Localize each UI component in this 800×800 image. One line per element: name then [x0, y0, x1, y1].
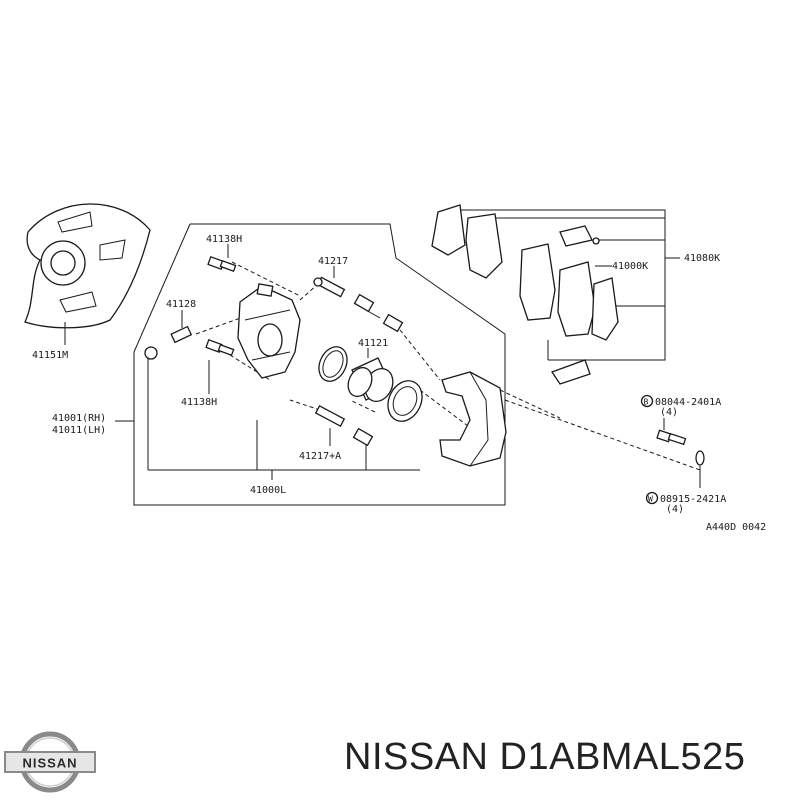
dust-shield-part	[24, 203, 151, 345]
brake-pad-outer-part	[519, 243, 556, 321]
piston-seal-part	[318, 346, 348, 382]
label-41138h-top: 41138H	[206, 234, 242, 245]
guide-bolt-bottom-part	[205, 339, 235, 394]
dashed-leaders	[195, 261, 701, 471]
label-41217: 41217	[318, 256, 348, 267]
piston-boot-part	[387, 380, 423, 422]
nissan-logo: NISSAN	[2, 728, 98, 796]
pad-clip-bottom-part	[551, 359, 591, 385]
shim-outer-part	[431, 204, 466, 256]
shim-inner-part	[465, 213, 503, 279]
label-bolt-qty: (4)	[660, 407, 678, 418]
guide-bolt-top-part	[207, 244, 237, 273]
label-41000l: 41000L	[250, 485, 286, 496]
pin-boot-part	[353, 293, 404, 333]
label-41011-lh: 41011(LH)	[52, 425, 106, 436]
washer-part	[695, 450, 705, 488]
label-41121: 41121	[358, 338, 388, 349]
label-41151m: 41151M	[32, 350, 68, 361]
brake-pad-inner-part	[557, 261, 596, 337]
caliper-assembly-frame	[115, 223, 506, 506]
pad-clip-top-part	[559, 225, 600, 247]
bolt-marker-letter: B	[644, 398, 649, 407]
shim-inner-2-part	[591, 277, 619, 341]
mounting-bolt-part	[656, 418, 687, 446]
label-41001-rh: 41001(RH)	[52, 413, 106, 424]
label-41128: 41128	[166, 299, 196, 310]
washer-marker-letter: W	[648, 495, 653, 504]
reference-code: A440D 0042	[706, 522, 766, 533]
guide-pin-a-part	[314, 405, 374, 470]
bleeder-screw-part	[144, 310, 193, 360]
piston-part	[347, 348, 394, 403]
label-41138h-bottom: 41138H	[181, 397, 217, 408]
label-41080k: 41080K	[684, 253, 720, 264]
torque-member-part	[439, 371, 507, 467]
label-41000k: 41000K	[612, 261, 648, 272]
label-washer-08915: 08915-2421A	[660, 494, 726, 505]
caliper-body-part	[237, 283, 301, 379]
guide-pin-part	[313, 266, 346, 298]
bolt-marker-circle	[640, 394, 654, 408]
label-bolt-08044: 08044-2401A	[655, 397, 721, 408]
label-41217a: 41217+A	[299, 451, 341, 462]
label-washer-qty: (4)	[666, 504, 684, 515]
washer-marker-circle	[645, 491, 659, 505]
page-title: NISSAN D1ABMAL525	[344, 736, 746, 778]
logo-text: NISSAN	[22, 756, 77, 771]
